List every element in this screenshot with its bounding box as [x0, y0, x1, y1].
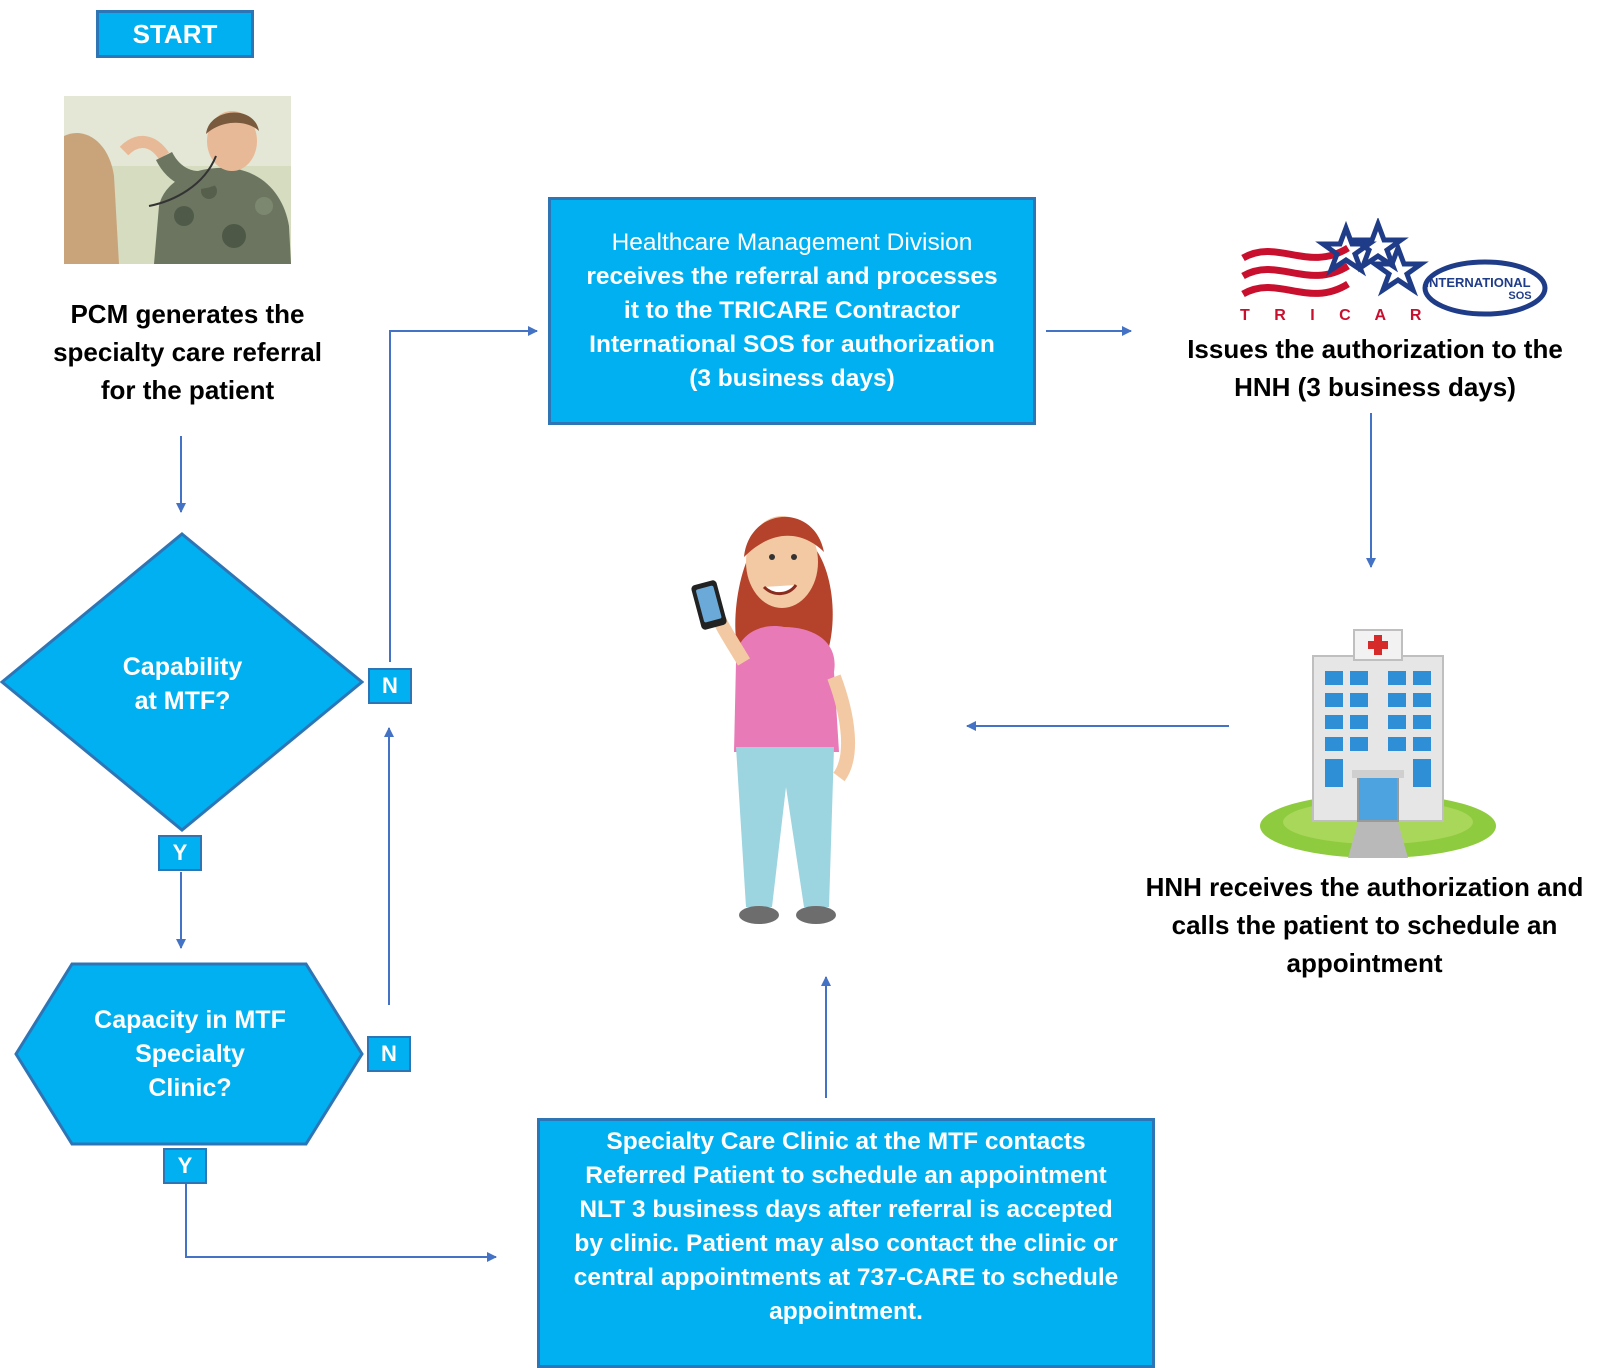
pcm-caption: PCM generates the specialty care referra…	[53, 299, 322, 405]
arrow-n-to-hmd	[389, 326, 538, 662]
arrow-y-to-clinic	[185, 1178, 497, 1262]
doctor-illustration	[64, 96, 291, 264]
capability-question: Capability at MTF?	[122, 653, 243, 715]
capacity-decision-hexagon	[14, 962, 364, 1146]
hmd-process-box: Healthcare Management Division receives …	[548, 197, 1036, 425]
capacity-question: Capacity in MTF Specialty Clinic?	[94, 1006, 286, 1102]
tricare-wordmark: T R I C A R E	[1240, 307, 1438, 324]
intl-sos-bottom-text: SOS	[1508, 290, 1531, 302]
tricare-caption: Issues the authorization to the HNH (3 b…	[1187, 334, 1563, 402]
patient-illustration	[691, 516, 855, 924]
start-label: START	[132, 18, 218, 49]
capability-no-tag: N	[368, 668, 412, 704]
capacity-no-tag: N	[367, 1036, 411, 1072]
hmd-title: Healthcare Management Division	[611, 229, 973, 256]
hnh-caption: HNH receives the authorization and calls…	[1145, 872, 1584, 978]
hmd-description: receives the referral and processes it t…	[586, 263, 998, 392]
tricare-logo: T R I C A R E	[1240, 218, 1438, 324]
hospital-illustration	[1260, 629, 1496, 858]
capability-decision-diamond	[0, 532, 364, 832]
start-terminal: START	[96, 10, 254, 58]
clinic-description: Specialty Care Clinic at the MTF contact…	[573, 1128, 1119, 1325]
international-sos-logo: INTERNATIONAL SOS	[1422, 259, 1548, 317]
capability-yes-tag: Y	[158, 835, 202, 871]
clinic-process-box: Specialty Care Clinic at the MTF contact…	[537, 1118, 1155, 1368]
intl-sos-top-text: INTERNATIONAL	[1425, 275, 1530, 290]
capacity-yes-tag: Y	[163, 1148, 207, 1184]
